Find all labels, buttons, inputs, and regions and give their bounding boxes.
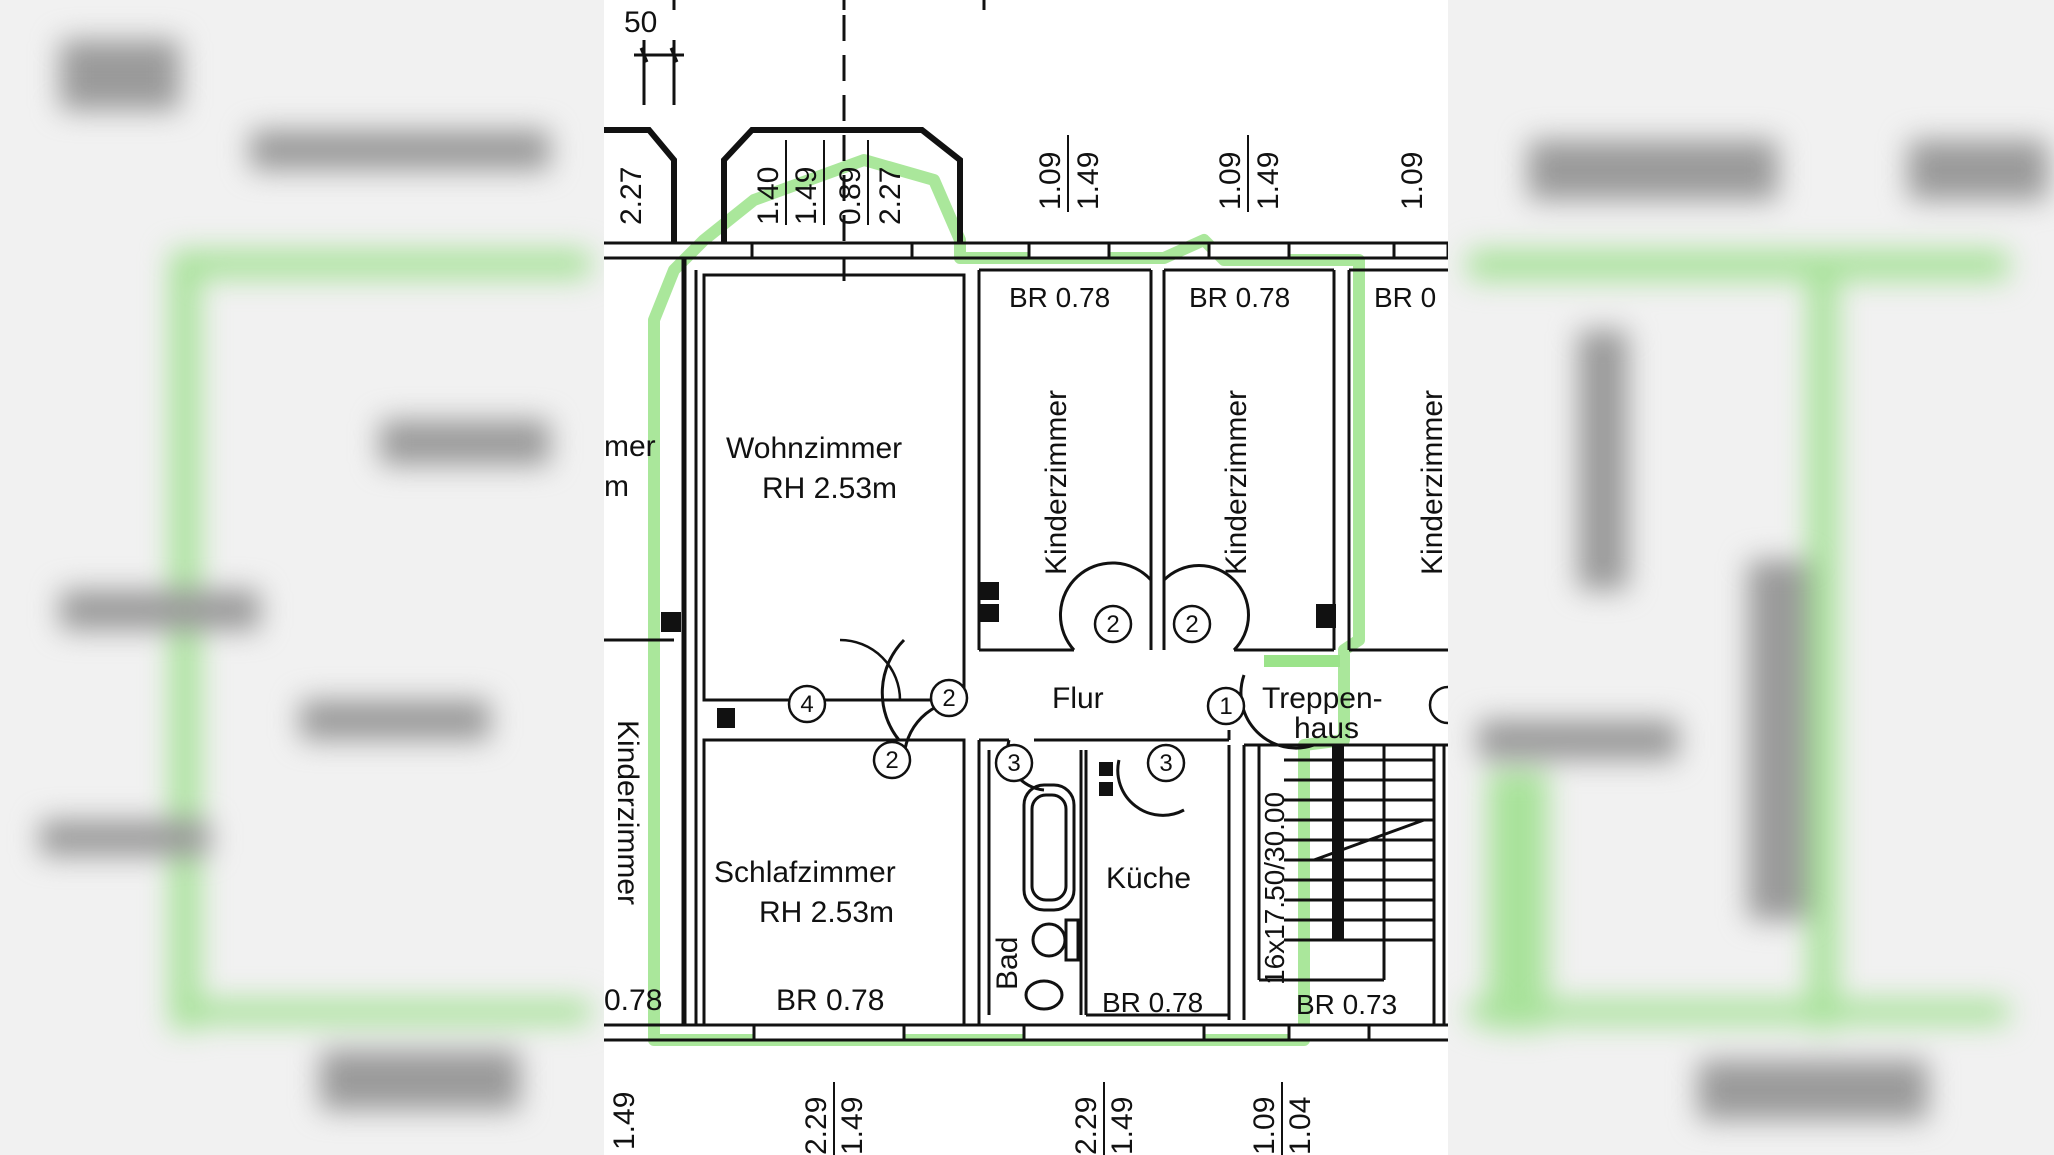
kinderzimmer-1-label: Kinderzimmer — [1040, 390, 1073, 575]
bottom-dim-3b: 1.49 — [1106, 1097, 1139, 1155]
neighbor-left-br: 0.78 — [604, 984, 662, 1017]
floor-plan: 50 2.27 1.40 1.49 0.89 2.27 1.09 1.49 1.… — [604, 0, 1448, 1155]
kinderzimmer-3-br: BR 0 — [1374, 282, 1436, 313]
kinderzimmer-3-label: Kinderzimmer — [1416, 390, 1448, 575]
door-marker-4: 4 — [800, 691, 813, 718]
kueche-label: Küche — [1106, 862, 1191, 895]
dim-left-partial: 2.27 — [615, 167, 648, 225]
door-marker-2c: 2 — [942, 685, 955, 712]
treppenhaus-label-2: haus — [1294, 712, 1359, 745]
door-marker-2b: 2 — [1185, 611, 1198, 638]
schlafzimmer-rh: RH 2.53m — [759, 896, 894, 929]
kinderzimmer-2-label: Kinderzimmer — [1220, 390, 1253, 575]
stair-spec: 16x17.50/30.00 — [1259, 792, 1290, 985]
dim-window-2b: 1.49 — [1252, 152, 1285, 210]
dim-balcony-2: 1.49 — [790, 167, 823, 225]
kinderzimmer-1-br: BR 0.78 — [1009, 282, 1110, 313]
dim-balcony-3: 0.89 — [834, 167, 867, 225]
dim-balcony-1: 1.40 — [752, 167, 785, 225]
wohnzimmer-rh: RH 2.53m — [762, 472, 897, 505]
door-marker-3a: 3 — [1007, 750, 1020, 777]
dim-window-1b: 1.49 — [1072, 152, 1105, 210]
bottom-dim-3a: 2.29 — [1070, 1097, 1103, 1155]
bottom-dim-2a: 2.29 — [800, 1097, 833, 1155]
dim-window-1a: 1.09 — [1034, 152, 1067, 210]
treppenhaus-label-1: Treppen- — [1262, 682, 1383, 715]
door-marker-2d: 2 — [885, 747, 898, 774]
kueche-br: BR 0.78 — [1102, 987, 1203, 1018]
bottom-dim-1: 1.49 — [608, 1092, 641, 1150]
door-marker-1: 1 — [1219, 693, 1232, 720]
flur-label: Flur — [1052, 682, 1104, 715]
schlafzimmer-br: BR 0.78 — [776, 984, 884, 1017]
bottom-dim-4a: 1.09 — [1248, 1097, 1281, 1155]
bottom-dim-2b: 1.49 — [836, 1097, 869, 1155]
top-dimension: 50 — [624, 6, 657, 39]
dim-window-3: 1.09 — [1396, 152, 1429, 210]
dim-balcony-4: 2.27 — [874, 167, 907, 225]
door-marker-3b: 3 — [1159, 750, 1172, 777]
kinderzimmer-2-br: BR 0.78 — [1189, 282, 1290, 313]
dim-window-2a: 1.09 — [1214, 152, 1247, 210]
blurred-right-margin — [1448, 0, 2054, 1155]
wohnzimmer-label: Wohnzimmer — [726, 432, 902, 465]
door-marker-2a: 2 — [1106, 611, 1119, 638]
bad-label: Bad — [991, 937, 1024, 990]
green-window-mark — [1264, 655, 1340, 667]
bottom-dim-4b: 1.04 — [1284, 1097, 1317, 1155]
neighbor-left-vertical-label: Kinderzimmer — [611, 720, 644, 905]
neighbor-top-left-label-1: mer — [604, 430, 656, 463]
stair-br: BR 0.73 — [1296, 989, 1397, 1020]
schlafzimmer-label: Schlafzimmer — [714, 856, 896, 889]
neighbor-top-left-label-2: m — [604, 470, 629, 503]
blurred-left-margin — [0, 0, 604, 1155]
